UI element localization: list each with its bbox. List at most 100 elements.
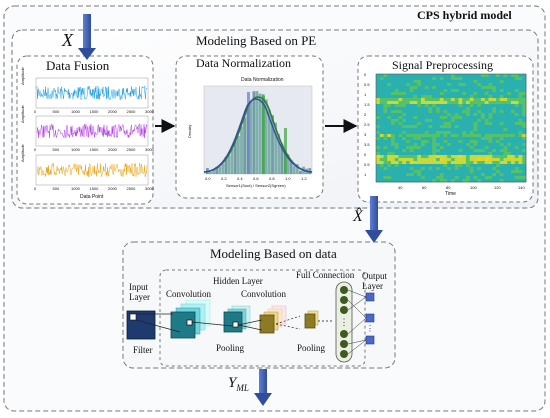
heatmap-cell [413,155,418,159]
heatmap-cell [439,92,444,96]
heatmap-cell [398,170,403,174]
heatmap-cell [473,152,478,156]
heatmap-cell [391,80,396,84]
heatmap-cell [462,83,467,87]
heatmap-cell [376,155,381,159]
heatmap-cell [428,143,433,147]
heatmap-cell [443,77,448,81]
heatmap-cell [518,134,523,138]
heatmap-cell [496,137,501,141]
fusion-x-tick: 3000 [145,186,154,191]
heatmap-cell [394,98,399,102]
heatmap-cell [488,155,493,159]
heatmap-cell [481,158,486,162]
heatmap-cell [417,134,422,138]
heatmap-cell [379,143,384,147]
heatmap-cell [417,77,422,81]
heatmap-cell [518,77,523,81]
heatmap-cell [387,95,392,99]
heatmap-cell [383,155,388,159]
heatmap-cell [447,113,452,117]
heatmap-cell [499,167,504,171]
heatmap-cell [398,146,403,150]
heatmap-cell [447,119,452,123]
heatmap-cell [469,77,474,81]
heatmap-cell [507,173,512,177]
heatmap-cell [398,104,403,108]
heatmap-cell [454,98,459,102]
heatmap-cell [503,179,508,183]
heatmap-cell [432,80,437,84]
heatmap-cell [451,176,456,180]
heatmap-cell [503,113,508,117]
heatmap-cell [496,110,501,114]
fusion-x-tick: 2500 [126,109,136,114]
heatmap-cell [428,86,433,90]
heatmap-cell [473,170,478,174]
heatmap-cell [507,158,512,162]
heatmap-cell [518,98,523,102]
heatmap-cell [391,110,396,114]
heatmap-cell [503,143,508,147]
heatmap-cell [379,149,384,153]
heatmap-cell [514,167,519,171]
cnn-connections [135,313,301,333]
heatmap-cell [496,170,501,174]
heatmap-cell [443,176,448,180]
heatmap-cell [462,119,467,123]
heatmap-cell [413,104,418,108]
heatmap-cell [424,80,429,84]
heatmap-cell [421,164,426,168]
heatmap-cell [484,146,489,150]
heatmap-cell [507,119,512,123]
heatmap-cell [402,95,407,99]
heatmap-cell [522,179,527,183]
heatmap-cell [458,74,463,78]
heatmap-cell [503,170,508,174]
heatmap-cell [451,179,456,183]
heatmap-cell [406,143,411,147]
heatmap-cell [413,143,418,147]
heatmap-cell [406,140,411,144]
heatmap-cell [514,131,519,135]
heatmap-cell [409,107,414,111]
heatmap-cell [436,122,441,126]
heatmap-cell [458,101,463,105]
heatmap-cell [409,176,414,180]
heatmap-cell [417,110,422,114]
heatmap-cell [484,128,489,132]
heatmap-cell [439,122,444,126]
heatmap-cell [409,113,414,117]
heatmap-cell [376,146,381,150]
heatmap-cell [492,140,497,144]
spectrogram-y-tick: 0 [364,152,367,157]
heatmap-cell [439,116,444,120]
fusion-x-tick: 500 [52,186,60,191]
heatmap-cell [469,173,474,177]
heatmap-cell [447,83,452,87]
heatmap-cell [424,161,429,165]
heatmap-cell [514,83,519,87]
heatmap-cell [383,95,388,99]
heatmap-cell [496,155,501,159]
heatmap-cell [492,149,497,153]
heatmap-cell [499,134,504,138]
heatmap-cell [469,146,474,150]
heatmap-cell [402,152,407,156]
heatmap-cell [477,86,482,90]
heatmap-cell [462,164,467,168]
normalization-x-tick: 0.4 [237,176,243,181]
heatmap-cell [421,128,426,132]
heatmap-cell [394,86,399,90]
histogram-overlay-bar [262,96,265,174]
heatmap-cell [409,116,414,120]
heatmap-cell [387,77,392,81]
heatmap-cell [432,137,437,141]
heatmap-cell [421,179,426,183]
heatmap-cell [394,110,399,114]
heatmap-cell [499,104,504,108]
heatmap-cell [466,152,471,156]
heatmap-cell [507,101,512,105]
heatmap-cell [488,149,493,153]
heatmap-cell [469,119,474,123]
